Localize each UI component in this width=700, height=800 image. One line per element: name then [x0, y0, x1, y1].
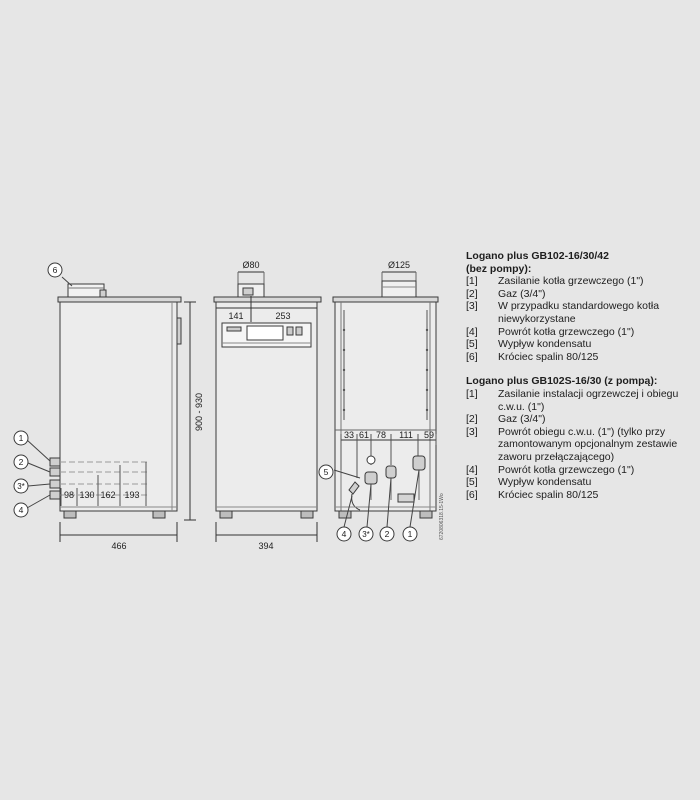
rear-offset-111: 111 [399, 430, 413, 440]
front-view: Ø80 141 253 394 [213, 260, 322, 551]
side-width-label: 466 [111, 541, 126, 551]
legend-item: [5]Wypływ kondensatu [466, 338, 592, 351]
rear-offset-33: 33 [344, 430, 354, 440]
legend-1-list: [1]Zasilanie kotła grzewczego (1") [2]Ga… [466, 275, 696, 363]
callout-rear-2 [379, 526, 395, 542]
svg-text:1: 1 [19, 433, 24, 443]
callout-3star [13, 478, 29, 494]
legend-item: [1]Zasilanie instalacji ogrzewczej i obi… [466, 387, 679, 413]
side-offset-130: 130 [79, 490, 94, 500]
side-top-lid [57, 296, 182, 303]
rear-flue-pipe [381, 280, 417, 298]
callout-2 [13, 454, 29, 470]
side-flue-pipe [67, 283, 105, 298]
callout-rear-3star [358, 526, 374, 542]
legend-item: [6]Króciec spalin 80/125 [466, 350, 599, 363]
legend-1-subtitle: (bez pompy): [466, 262, 532, 275]
front-offset-141: 141 [228, 311, 243, 321]
callout-6 [47, 262, 63, 278]
side-body [59, 301, 178, 512]
legend-item: [3]W przypadku standardowego kotła niewy… [466, 300, 660, 325]
rear-offset-78: 78 [376, 430, 386, 440]
side-offset-98: 98 [64, 490, 74, 500]
legend-item: [2]Gaz (3/4") [466, 287, 546, 300]
front-offset-253: 253 [275, 311, 290, 321]
legend-2-list: [1]Zasilanie instalacji ogrzewczej i obi… [466, 388, 696, 501]
control-display [246, 325, 284, 341]
callout-1 [13, 430, 29, 446]
svg-text:4: 4 [342, 529, 347, 539]
rear-offset-61: 61 [359, 430, 369, 440]
side-offset-193: 193 [124, 490, 139, 500]
svg-text:3*: 3* [362, 530, 370, 539]
side-offset-162: 162 [100, 490, 115, 500]
legend-item: [1]Zasilanie kotła grzewczego (1") [466, 275, 644, 288]
svg-text:5: 5 [324, 467, 329, 477]
rear-body [334, 301, 437, 512]
legend-item: [3]Powrót obiegu c.w.u. (1") (tylko przy… [466, 425, 678, 463]
legend-item: [6]Króciec spalin 80/125 [466, 488, 599, 501]
rear-flue-diameter: Ø125 [388, 260, 410, 270]
side-height-label: 900 - 930 [194, 393, 204, 431]
legend-item: [2]Gaz (3/4") [466, 413, 546, 426]
front-width-label: 394 [258, 541, 273, 551]
callout-rear-1 [402, 526, 418, 542]
legend-item: [4]Powrót kotła grzewczego (1") [466, 463, 635, 476]
rear-view: Ø125 33 61 [318, 260, 445, 542]
legend-item: [4]Powrót kotła grzewczego (1") [466, 325, 635, 338]
svg-text:4: 4 [19, 505, 24, 515]
callout-4 [13, 502, 29, 518]
rear-offset-59: 59 [424, 430, 434, 440]
svg-text:2: 2 [385, 529, 390, 539]
drawing-code: 6720806318.15-1Wo [439, 493, 445, 540]
svg-text:2: 2 [19, 457, 24, 467]
legend-item: [5]Wypływ kondensatu [466, 476, 592, 489]
legend-panel: Logano plus GB102-16/30/42 (bez pompy): … [466, 250, 696, 513]
callout-5 [318, 464, 334, 480]
front-flue-diameter: Ø80 [242, 260, 259, 270]
callout-rear-4 [336, 526, 352, 542]
svg-text:1: 1 [408, 529, 413, 539]
side-view: 900 - 930 466 98 130 162 193 6 1 2 3* 4 [13, 262, 204, 551]
legend-1-title: Logano plus GB102-16/30/42 [466, 250, 609, 262]
legend-2-title: Logano plus GB102S-16/30 (z pompą): [466, 375, 658, 388]
svg-text:6: 6 [53, 265, 58, 275]
svg-text:3*: 3* [17, 482, 25, 491]
